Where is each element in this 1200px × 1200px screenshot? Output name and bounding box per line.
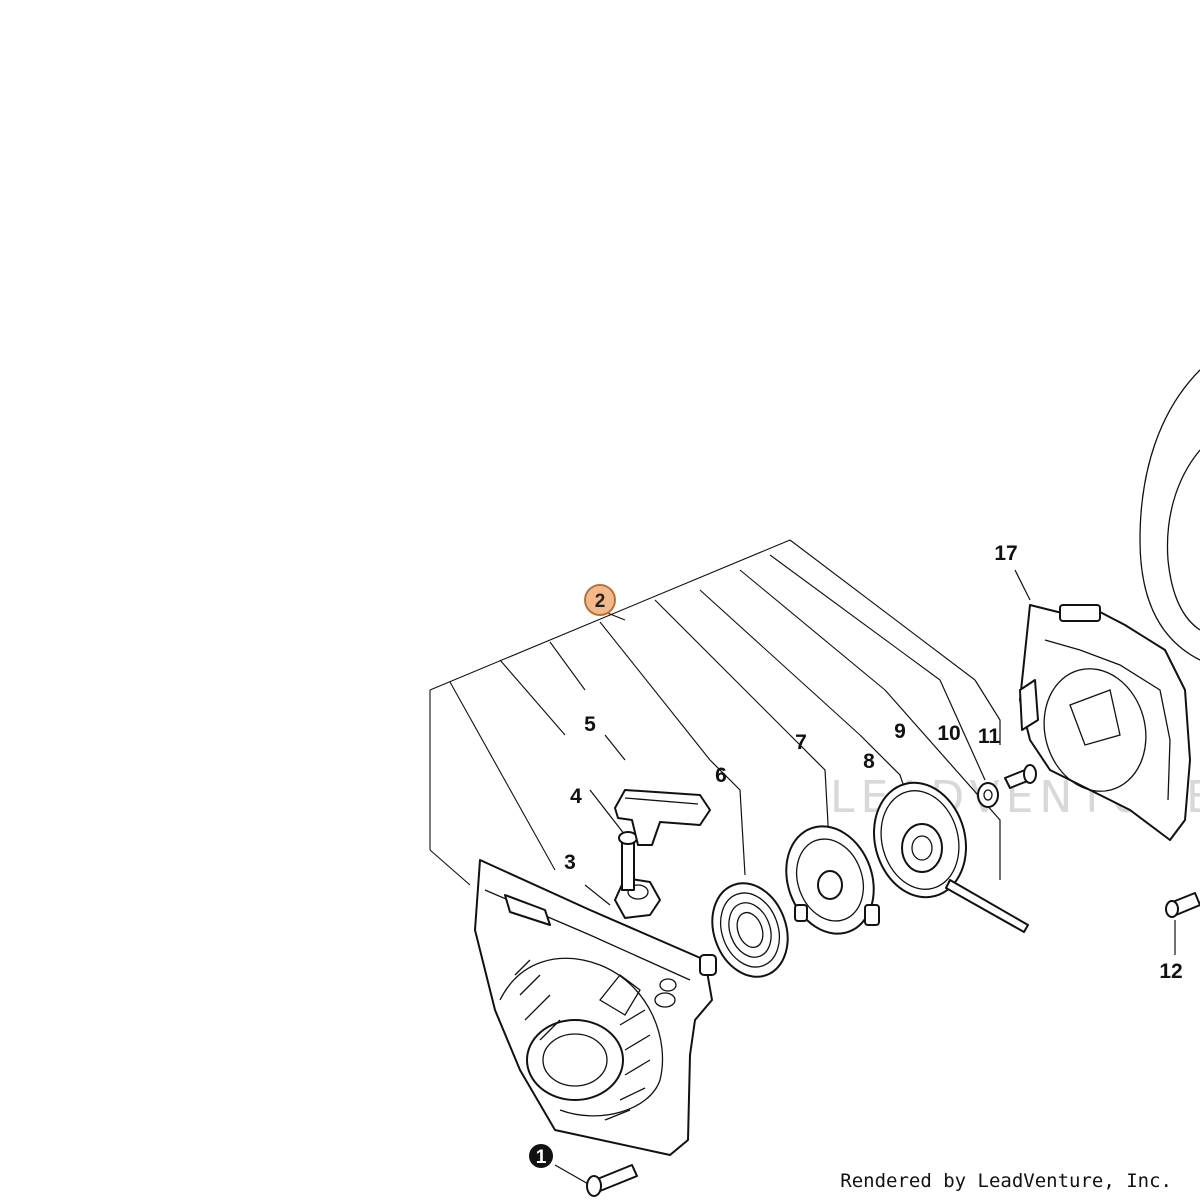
svg-text:2: 2 — [595, 591, 606, 612]
callout-12[interactable]: 12 — [1159, 960, 1182, 983]
engine-outline — [1139, 369, 1200, 661]
callout-10[interactable]: 10 — [937, 722, 960, 745]
callout-11[interactable]: 11 — [978, 725, 1001, 748]
callout-4[interactable]: 4 — [570, 785, 582, 808]
screw-4 — [618, 831, 638, 891]
screw-1 — [586, 1164, 638, 1197]
rope-rotor — [873, 781, 1029, 933]
callout-7[interactable]: 7 — [795, 731, 807, 754]
callout-6[interactable]: 6 — [715, 764, 727, 787]
assembly-bracket — [429, 539, 976, 886]
callout-9[interactable]: 9 — [894, 720, 906, 743]
leader-lines — [554, 569, 1176, 1186]
starter-cover — [474, 859, 717, 1156]
washer — [977, 782, 999, 808]
fan-housing — [1019, 604, 1191, 841]
callout-5[interactable]: 5 — [584, 713, 596, 736]
rewind-spring — [711, 882, 789, 978]
callout-17[interactable]: 17 — [994, 542, 1017, 565]
callout-1[interactable]: 1 — [529, 1144, 553, 1168]
starter-handle — [614, 789, 711, 846]
svg-text:1: 1 — [536, 1147, 547, 1168]
spring-housing — [785, 825, 880, 935]
callout-2[interactable]: 2 — [584, 584, 616, 616]
callout-8[interactable]: 8 — [863, 750, 875, 773]
render-credit: Rendered by LeadVenture, Inc. — [840, 1170, 1172, 1192]
screw-11 — [1004, 764, 1037, 789]
screw-12 — [1165, 892, 1200, 918]
callout-3[interactable]: 3 — [564, 851, 576, 874]
